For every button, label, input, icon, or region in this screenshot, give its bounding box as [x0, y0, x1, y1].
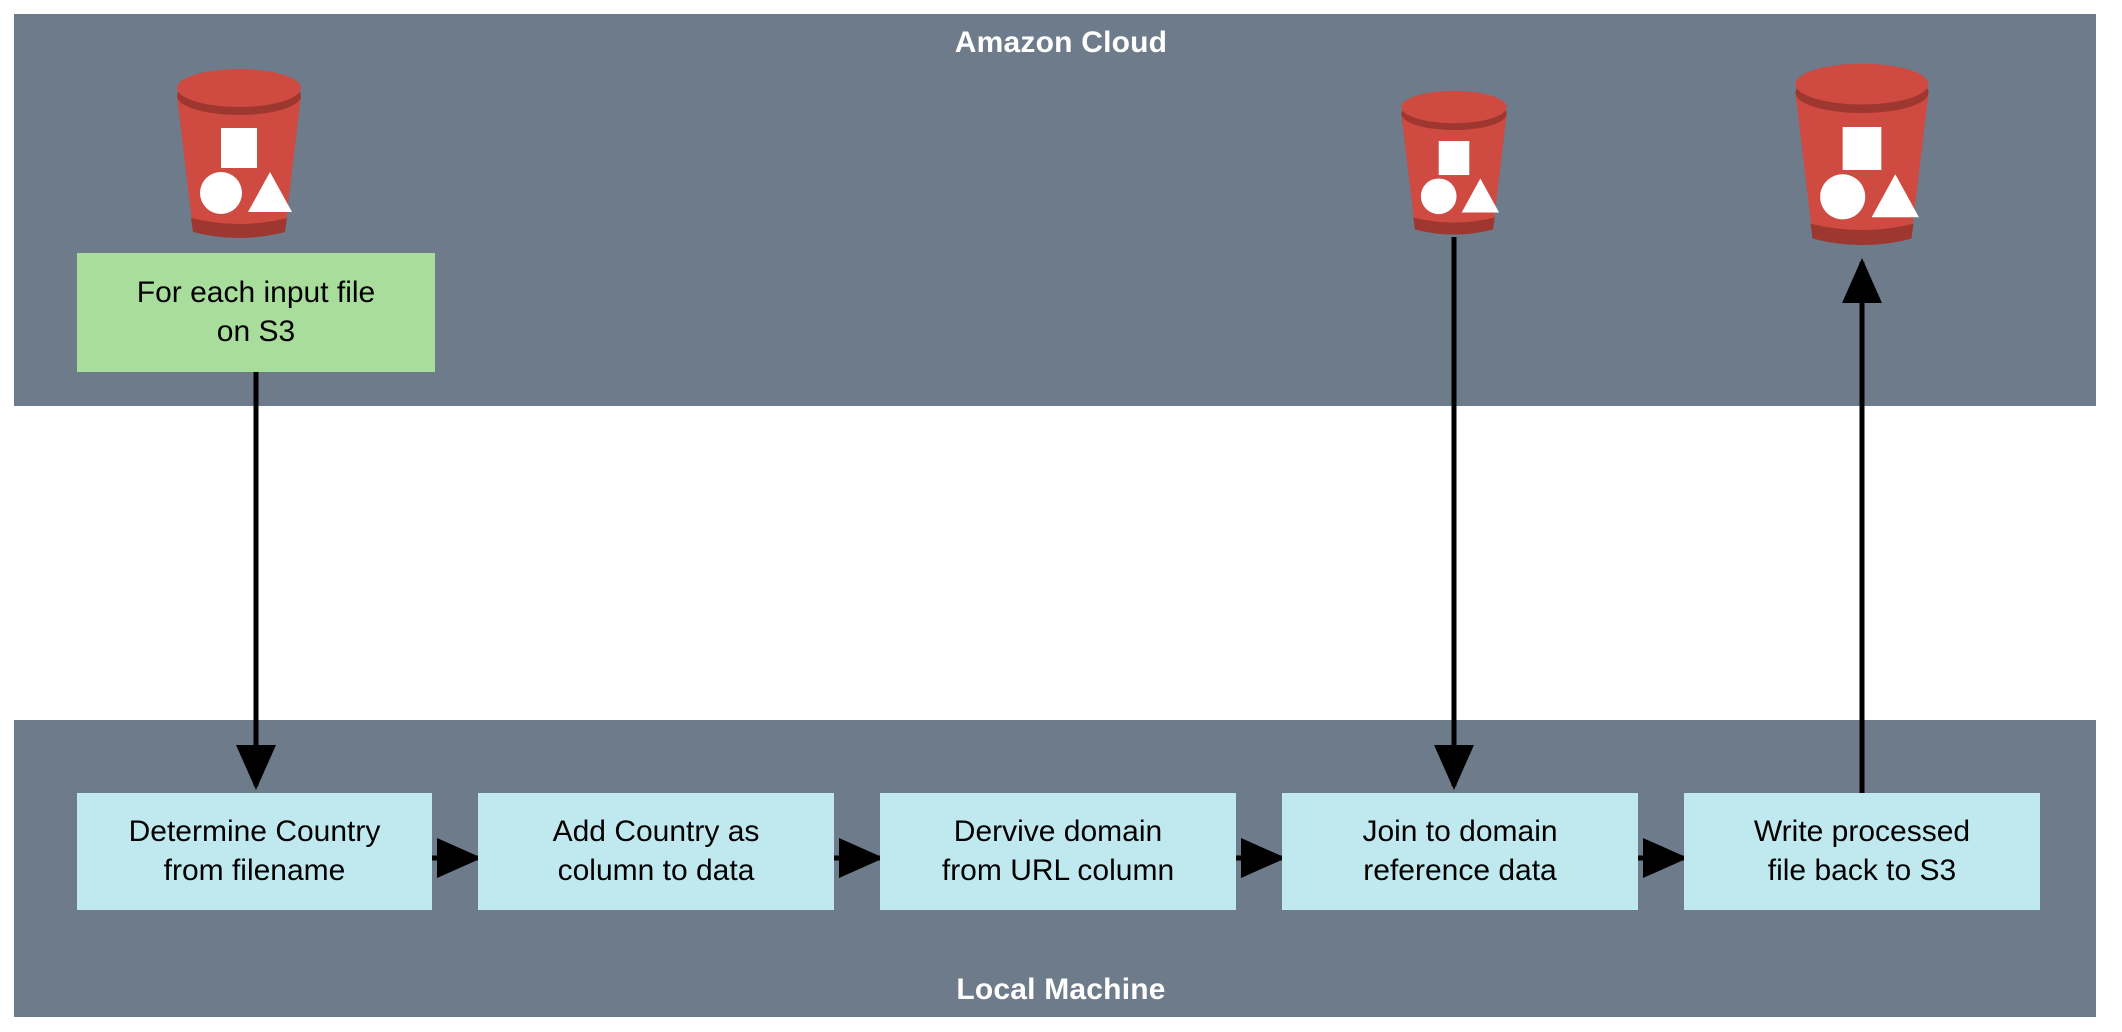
- node-write-back-s3[interactable]: Write processed file back to S3: [1684, 793, 2040, 910]
- node-label: For each input file on S3: [137, 274, 375, 351]
- node-label: Write processed file back to S3: [1754, 813, 1970, 890]
- node-join-domain-reference[interactable]: Join to domain reference data: [1282, 793, 1638, 910]
- node-label-line1: Determine Country: [128, 815, 381, 849]
- node-add-country-column[interactable]: Add Country as column to data: [478, 793, 834, 910]
- s3-bucket-icon-output[interactable]: [1776, 54, 1948, 258]
- node-label-line2: reference data: [1363, 853, 1557, 887]
- node-label: Determine Country from filename: [129, 813, 381, 890]
- node-label-line1: Add Country as: [552, 815, 760, 849]
- node-label-line2: from filename: [163, 853, 346, 887]
- node-label-line2: column to data: [557, 853, 755, 887]
- node-label-line1: For each input file: [136, 276, 376, 310]
- node-for-each-input-file[interactable]: For each input file on S3: [77, 253, 435, 372]
- node-label-line1: Join to domain: [1362, 815, 1558, 849]
- node-label: Join to domain reference data: [1362, 813, 1557, 890]
- node-label-line2: file back to S3: [1767, 853, 1957, 887]
- node-label: Add Country as column to data: [553, 813, 760, 890]
- node-derive-domain[interactable]: Dervive domain from URL column: [880, 793, 1236, 910]
- node-label-line1: Write processed: [1753, 815, 1971, 849]
- s3-bucket-icon-reference[interactable]: [1386, 83, 1522, 245]
- node-determine-country[interactable]: Determine Country from filename: [77, 793, 432, 910]
- s3-bucket-icon-input[interactable]: [159, 60, 319, 250]
- lane-title-amazon-cloud: Amazon Cloud: [954, 26, 1168, 59]
- node-label: Dervive domain from URL column: [942, 813, 1174, 890]
- node-label-line2: on S3: [216, 314, 296, 348]
- node-label-line2: from URL column: [941, 853, 1175, 887]
- node-label-line1: Dervive domain: [953, 815, 1163, 849]
- lane-title-local-machine: Local Machine: [956, 973, 1166, 1006]
